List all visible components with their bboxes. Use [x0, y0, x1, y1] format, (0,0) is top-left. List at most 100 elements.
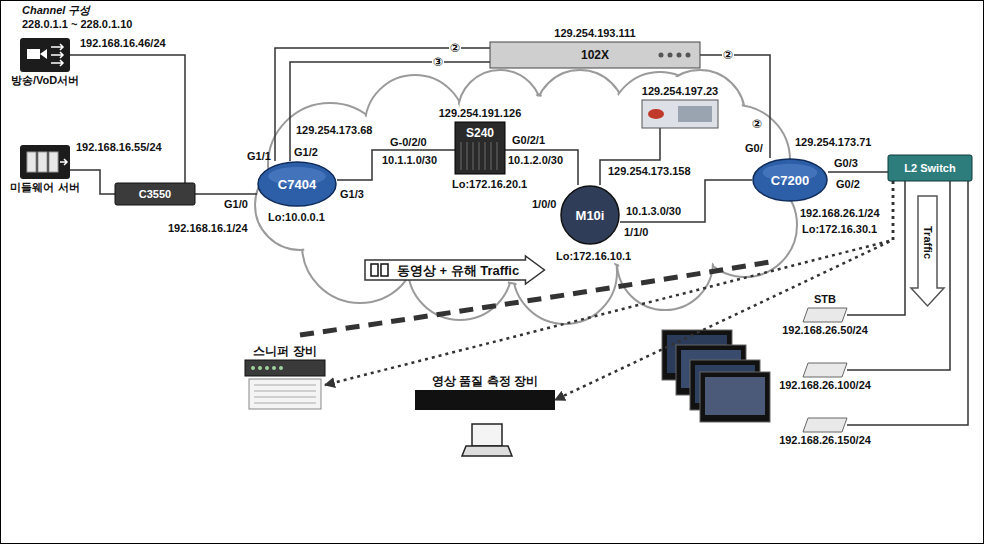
loopback-label: Lo:10.0.0.1 [268, 211, 325, 224]
switch-box-shape: C3550 [115, 183, 195, 205]
callout-number: ② [722, 49, 734, 62]
interface-label: G1/1 [247, 150, 271, 163]
chassis-slot [491, 142, 492, 170]
network-link [620, 180, 752, 222]
device-label: 129.254.193.111 [554, 27, 635, 40]
set-top-box-outline [803, 363, 847, 377]
device-label: STB [814, 293, 836, 306]
laptop-base [462, 446, 512, 456]
chassis-body [642, 100, 718, 128]
interface-label: G1/3 [340, 188, 364, 201]
set-top-box-shape [803, 363, 847, 377]
port [686, 53, 691, 58]
packet-box [381, 264, 388, 276]
screen-row [254, 403, 316, 404]
network-link [70, 55, 185, 183]
subnet-label: 10.1.2.0/30 [508, 154, 563, 167]
port [668, 53, 673, 58]
server-icon-outline [20, 38, 70, 72]
ip-address: 192.168.16.46/24 [80, 37, 166, 50]
device-name: M10i [576, 208, 605, 223]
sniffer-screen [249, 379, 321, 409]
ip-address: 192.168.16.55/24 [76, 141, 162, 154]
server-icon: 미들웨어 서버 [10, 145, 79, 194]
sniffer-led [251, 366, 255, 370]
camera-lens [40, 49, 47, 59]
packet-box [371, 264, 378, 276]
switch-box-shape: L2 Switch [888, 155, 972, 181]
device-name: C7404 [278, 177, 316, 192]
stream-arrow [51, 60, 63, 66]
interface-label: G0/3 [834, 157, 858, 170]
chassis-slot [497, 142, 498, 170]
device-label: 미들웨어 서버 [10, 181, 79, 194]
chassis-slot [467, 142, 468, 170]
server-body [20, 38, 70, 72]
stb-body [803, 363, 847, 377]
server-unit [49, 152, 58, 172]
device-label: 스니퍼 장비 [253, 344, 316, 358]
sniffer-device-shape [245, 360, 325, 410]
stream-arrow [51, 52, 63, 58]
loopback-label: Lo:172.16.10.1 [556, 250, 631, 263]
chassis-slot [473, 142, 474, 170]
device-label: 129.254.191.126 [439, 107, 522, 120]
screen-row [254, 397, 316, 398]
callout-number: ② [752, 118, 762, 131]
callout-number: ② [449, 42, 461, 55]
device-label: 129.254.197.23 [642, 85, 718, 98]
set-top-box-shape [803, 308, 847, 322]
sniffer-led [258, 366, 262, 370]
device-name: 동영상 + 유해 Traffic [397, 263, 519, 278]
set-top-box: 192.168.26.100/24 [779, 363, 871, 392]
server-icon-shape [20, 38, 70, 72]
subnet-label: 10.1.3.0/30 [626, 205, 681, 218]
network-cloud [255, 70, 797, 324]
monitor [700, 372, 770, 422]
device-label: 방송/VoD서버 [11, 74, 79, 87]
sniffer-led [272, 366, 276, 370]
interface-label: 1/0/0 [532, 198, 556, 211]
device-name: 102X [581, 48, 609, 62]
switch-body [115, 183, 195, 205]
measurement-device: 영상 품질 측정 장비 [415, 374, 555, 410]
port [659, 53, 664, 58]
vendor-logo [648, 109, 664, 119]
device-label: 192.168.26.100/24 [779, 379, 871, 392]
switch-box: L2 Switch [888, 155, 972, 181]
laptop-screen [472, 424, 502, 446]
interface-label: G0/2/1 [512, 134, 545, 147]
switch-box: C3550 [115, 183, 195, 205]
loopback-label: Lo:172.16.20.1 [452, 178, 527, 191]
router-symbol: M10i [560, 185, 620, 245]
stb-body [803, 418, 847, 432]
traffic-arrow: 동영상 + 유해 Traffic [365, 256, 545, 284]
screen-row [254, 385, 316, 386]
router-symbol: C7200 [752, 158, 828, 202]
network-link [337, 150, 455, 180]
camera-body [27, 49, 40, 59]
device-name: S240 [466, 126, 494, 140]
interface-label: 1/1/0 [624, 226, 648, 239]
cloud-fill [257, 72, 795, 322]
ip-address: 192.168.26.1/24 [800, 207, 880, 220]
network-link [828, 171, 888, 173]
router-body [753, 159, 827, 201]
sniffer-unit [245, 360, 325, 376]
sniffer-device: 스니퍼 장비 [245, 344, 325, 410]
loopback-label: Lo:172.16.30.1 [802, 223, 877, 236]
device-label: 영상 품질 측정 장비 [432, 374, 538, 388]
generator-body [490, 42, 700, 68]
router-chassis-shape [642, 100, 718, 128]
network-link [195, 193, 257, 195]
ip-address: 192.168.16.1/24 [168, 222, 248, 235]
ip-address: 129.254.173.158 [608, 165, 691, 178]
server-unit [38, 152, 47, 172]
sniffer-led [265, 366, 269, 370]
chassis-slot [485, 142, 486, 170]
monitor-screen [705, 377, 765, 415]
chassis-panel [678, 106, 712, 122]
measurement-device-shape [415, 390, 555, 410]
